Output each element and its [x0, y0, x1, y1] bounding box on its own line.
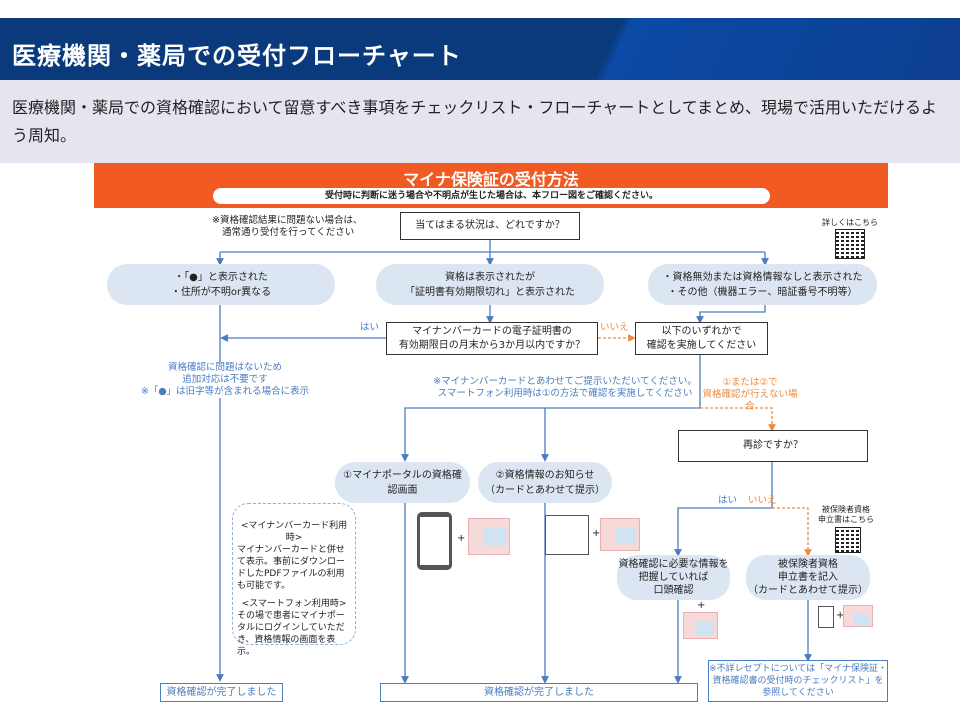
checklist-note: ※不詳レセプトについては「マイナ保険証・資格確認書の受付時のチェックリスト」を参…	[708, 660, 888, 702]
bubble-heading: <スマートフォン利用時>	[241, 599, 347, 609]
my-number-card-icon	[468, 518, 510, 555]
document-notice-icon	[545, 515, 589, 555]
complete-box-center: 資格確認が完了しました	[380, 683, 698, 702]
note-line: スマートフォン利用時は①の方法で確認を実施してください	[437, 388, 693, 399]
option-myna-portal: ①マイナポータルの資格確認画面	[335, 462, 470, 503]
note-line: 資格確認に問題はないため	[167, 362, 282, 373]
bubble-text: その場で患者にマイナポータルにログインしていただき、資格情報の画面を表示。	[237, 611, 345, 657]
yes-label: はい	[360, 322, 380, 333]
note-line: ※マイナンバーカードとあわせてご提示いただいてください。	[433, 376, 697, 387]
question-line: 有効期限日の月末から3か月以内ですか？	[398, 339, 586, 351]
my-number-card-icon	[600, 518, 640, 551]
note-line: ①または②で	[722, 377, 778, 388]
case-line: ・住所が不明or異なる	[170, 286, 272, 298]
declaration-line: （カードとあわせて提示）	[748, 585, 868, 596]
qr-code-icon[interactable]	[835, 527, 861, 553]
revisit-question: 再診ですか？	[678, 430, 868, 462]
fail-note: ①または②で資格確認が行えない場合	[700, 377, 800, 413]
case-line: ・その他（機器エラー、暗証番号不明等）	[667, 286, 858, 298]
page-title: 医療機関・薬局での受付フローチャート	[0, 18, 960, 80]
declaration-line: 申立書を記入	[778, 572, 838, 583]
confirm-line: 確認を実施してください	[646, 339, 757, 351]
bubble-heading: <マイナンバーカード利用時>	[240, 521, 348, 543]
my-number-card-icon	[683, 612, 718, 639]
plus-sign: +	[697, 600, 706, 611]
complete-box-left: 資格確認が完了しました	[160, 683, 283, 702]
checklist-line: 参照してください	[762, 688, 834, 698]
plus-sign: +	[457, 533, 466, 544]
expiry-question: マイナンバーカードの電子証明書の有効期限日の月末から3か月以内ですか？	[386, 322, 598, 355]
verbal-line: 把握していれば	[638, 572, 709, 583]
case-line: 「証明書有効期限切れ」と表示された	[405, 286, 575, 298]
qr2-label: 被保険者資格申立書はこちら	[818, 505, 874, 525]
verbal-line: 資格確認に必要な情報を	[618, 559, 729, 570]
option-line: ②資格情報のお知らせ	[495, 469, 595, 481]
confirm-box: 以下のいずれかで確認を実施してください	[635, 322, 768, 355]
case-invalid: ・資格無効または資格情報なしと表示された・その他（機器エラー、暗証番号不明等）	[648, 264, 877, 305]
note-line: 追加対応は不要です	[182, 374, 268, 385]
verbal-confirmation: 資格確認に必要な情報を把握していれば口頭確認	[617, 555, 730, 600]
blank-document-icon	[818, 606, 834, 628]
flow-subtitle: 受付時に判断に迷う場合や不明点が生じた場合は、本フロー図をご確認ください。	[213, 188, 770, 204]
note-line: ※「●」は旧字等が含まれる場合に表示	[140, 386, 310, 397]
plus-sign: +	[592, 528, 601, 539]
question-line: マイナンバーカードの電子証明書の	[412, 325, 572, 337]
no-label: いいえ	[600, 322, 629, 333]
my-number-card-icon	[843, 605, 873, 627]
no-label: いいえ	[748, 495, 777, 506]
case-dot-shown: ・「●」と表示された・住所が不明or異なる	[107, 264, 335, 305]
page-description: 医療機関・薬局での資格確認において留意すべき事項をチェックリスト・フローチャート…	[0, 80, 960, 163]
top-note-line: ※資格確認結果に問題ない場合は、	[212, 215, 363, 226]
case-line: ・資格無効または資格情報なしと表示された	[662, 271, 863, 283]
plus-sign: +	[836, 610, 845, 621]
flow-title: マイナ保険証の受付方法	[403, 170, 579, 189]
bubble-text: マイナンバーカードと併せて表示。事前にダウンロードしたPDFファイルの利用も可能…	[237, 545, 346, 591]
situation-question: 当てはまる状況は、どれですか？	[400, 212, 580, 240]
qr-label: 詳しくはこちら	[822, 218, 878, 227]
declaration-line: 被保険者資格	[778, 559, 838, 570]
speech-bubble: <マイナンバーカード利用時> マイナンバーカードと併せて表示。事前にダウンロード…	[232, 503, 356, 657]
smartphone-icon	[417, 512, 452, 570]
qr2-label-line: 被保険者資格	[822, 505, 870, 514]
flow-header: マイナ保険証の受付方法 受付時に判断に迷う場合や不明点が生じた場合は、本フロー図…	[94, 163, 888, 208]
checklist-line: 資格確認書の受付時のチェックリスト」を	[712, 676, 884, 686]
checklist-line: ※不詳レセプトについては「マイナ保険証・	[709, 664, 887, 674]
qr2-label-line: 申立書はこちら	[818, 515, 874, 524]
yes-label: はい	[718, 495, 738, 506]
declaration-form: 被保険者資格申立書を記入 （カードとあわせて提示）	[746, 555, 870, 600]
option-info-notice: ②資格情報のお知らせ （カードとあわせて提示）	[478, 462, 612, 503]
case-cert-expired: 資格は表示されたが「証明書有効期限切れ」と表示された	[376, 264, 604, 305]
note-line: 資格確認が行えない場合	[702, 389, 798, 412]
top-note: ※資格確認結果に問題ない場合は、 通常通り受付を行ってください	[212, 215, 362, 239]
option-line: 認画面	[387, 484, 418, 496]
case-line: ・「●」と表示された	[174, 271, 268, 283]
option-line: ①マイナポータルの資格確	[343, 469, 462, 481]
top-note-line: 通常通り受付を行ってください	[222, 227, 355, 238]
qr-code-icon[interactable]	[835, 229, 865, 259]
case-line: 資格は表示されたが	[445, 271, 535, 283]
confirm-line: 以下のいずれかで	[661, 325, 742, 337]
verbal-line: 口頭確認	[653, 585, 694, 596]
option-line: （カードとあわせて提示）	[485, 484, 605, 496]
ok-note: 資格確認に問題はないため追加対応は不要です※「●」は旧字等が含まれる場合に表示	[140, 362, 310, 398]
card-note: ※マイナンバーカードとあわせてご提示いただいてください。スマートフォン利用時は①…	[430, 376, 700, 400]
